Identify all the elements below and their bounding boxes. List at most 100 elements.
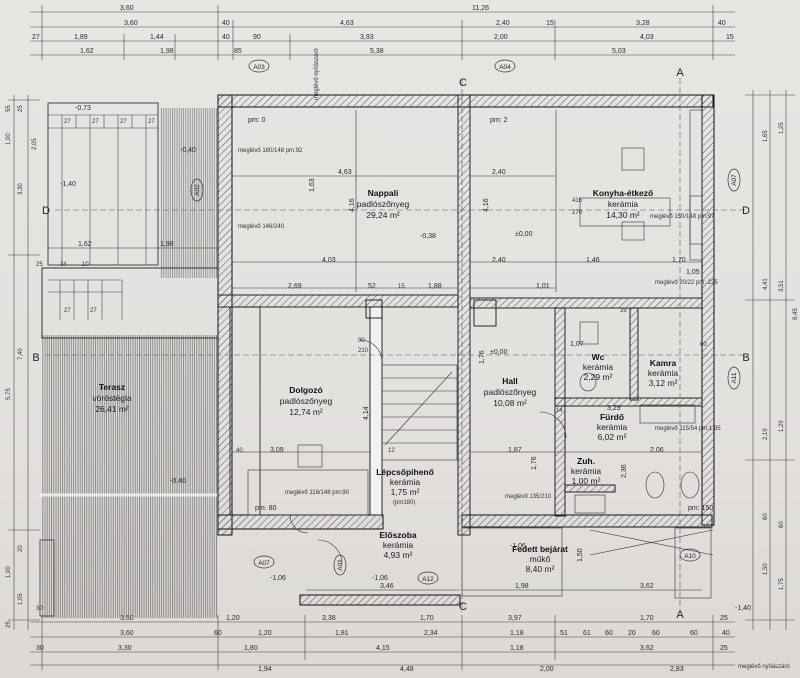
room-hall-name: Hall: [502, 376, 518, 386]
top-dim: 3,60: [120, 5, 134, 12]
tag-a07-right: A07: [731, 174, 738, 186]
top-dim: 3,60: [124, 20, 138, 27]
bottom-dim: 2,34: [424, 630, 438, 637]
top-dim: 1,62: [80, 48, 94, 55]
room-hall-area: 10,08 m²: [493, 398, 527, 408]
bottom-dim: 3,30: [118, 645, 132, 652]
inner-dim: 3,09: [270, 447, 284, 454]
tag-a02: A02: [194, 184, 201, 196]
top-dim: 40: [222, 20, 230, 27]
top-dim: 3,28: [636, 20, 650, 27]
tag-a07: A07: [258, 560, 270, 567]
level-mark: -1,06: [372, 575, 388, 582]
top-dim: 1,44: [150, 34, 164, 41]
level-mark: pm: 2: [490, 117, 508, 124]
top-dim: 5,03: [612, 48, 626, 55]
top-dim: 85: [234, 48, 242, 55]
room-lepcso-area: 1,75 m²: [391, 487, 420, 497]
inner-dim: 1,88: [428, 283, 442, 290]
plan-details: [45, 78, 745, 612]
level-mark: -1,40: [735, 605, 751, 612]
top-dim: 1,98: [160, 48, 174, 55]
terrace-area: [39, 102, 219, 618]
level-mark: pm: 150: [688, 505, 713, 512]
note-existing: meglévő 180/148 pm:92: [238, 148, 303, 154]
level-mark: ±0,00: [490, 349, 508, 356]
left-dim: 5,75: [6, 388, 12, 400]
inner-dim: 52: [368, 283, 376, 290]
right-dim: 1,29: [779, 420, 785, 432]
inner-dim: 34: [60, 262, 67, 268]
inner-dim: 270: [572, 210, 583, 216]
top-dim: 2,40: [496, 20, 510, 27]
room-dolgozo-finish: padlószőnyeg: [280, 396, 333, 406]
tag-a01: A01: [337, 559, 344, 571]
inner-dim: 1,46: [586, 257, 600, 264]
room-kamra-name: Kamra: [650, 358, 677, 368]
inner-dim: 210: [358, 348, 369, 354]
inner-dim: 30: [36, 606, 43, 612]
room-dolgozo-area: 12,74 m²: [289, 407, 323, 417]
inner-dim: 14: [556, 408, 563, 414]
axis-c-top: C: [459, 77, 467, 89]
bottom-dim: 1,80: [244, 645, 258, 652]
right-dimension-lines: [745, 90, 795, 630]
inner-dim: 1,01: [536, 283, 550, 290]
top-dim: 90: [253, 34, 261, 41]
top-dim: 15: [726, 34, 734, 41]
inner-dim: 40: [236, 448, 243, 454]
inner-dim: 2,40: [492, 257, 506, 264]
room-hall-finish: padlószőnyeg: [484, 387, 537, 397]
bottom-dim: 2,00: [540, 666, 554, 673]
level-mark: -0,73: [75, 105, 91, 112]
inner-dim: 60: [700, 342, 707, 348]
top-dim: 15: [546, 20, 554, 27]
top-dim: 40: [718, 20, 726, 27]
top-dimension-lines: [30, 5, 735, 60]
inner-dim: 35: [620, 308, 627, 314]
level-marks: -0,73 -0,40 -1,40 -0,38 ±0,00 ±0,00 -0,4…: [60, 105, 751, 612]
room-eloszoba-area: 4,93 m²: [384, 550, 413, 560]
inner-dimension-labels: 4,63 4,16 4,16 1,63 4,03 2,40 2,40 2,69 …: [36, 119, 707, 612]
room-terasz-finish: vöröstégla: [92, 393, 131, 403]
top-dim: 11,26: [472, 5, 489, 12]
inner-dim: 1,05: [686, 269, 700, 276]
axis-a-top: A: [676, 67, 684, 79]
axis-c-bottom: C: [459, 601, 467, 613]
left-dim: 1,00: [6, 133, 12, 145]
top-dim: 2,00: [494, 34, 508, 41]
level-mark: pm: 80: [255, 505, 277, 512]
room-furdo-area: 6,02 m²: [598, 432, 627, 442]
bottom-dim: 3,97: [508, 615, 522, 622]
right-dim: 60: [763, 513, 769, 520]
note-existing: meglévő 118/148 pm:90: [285, 490, 350, 496]
bottom-dim: 60: [652, 630, 660, 637]
right-dim: 1,50: [763, 563, 769, 575]
tag-a11: A11: [731, 372, 738, 383]
room-dolgozo-name: Dolgozó: [289, 385, 323, 395]
inner-dim: 4,16: [349, 198, 356, 212]
inner-dim: 2,69: [288, 283, 302, 290]
left-dim: 2,05: [32, 138, 38, 150]
inner-dim: 1,70: [672, 257, 686, 264]
top-dim: 40: [222, 34, 230, 41]
inner-dim: 4,03: [322, 257, 336, 264]
inner-dim: 27: [120, 119, 127, 125]
bottom-dim: 40: [722, 630, 730, 637]
level-mark: -0,38: [420, 233, 436, 240]
top-dim: 27: [32, 34, 40, 41]
right-dim: 1,25: [779, 122, 785, 134]
inner-dim: 3,29: [607, 405, 621, 412]
bottom-dim: 3,60: [120, 630, 134, 637]
inner-dim: 1,63: [309, 178, 316, 192]
inner-dim: 27: [148, 119, 155, 125]
bottom-dim: 1,20: [258, 630, 272, 637]
inner-dim: 1,87: [508, 447, 522, 454]
room-wc-name: Wc: [592, 352, 605, 362]
note-existing: meglévő 135/210: [505, 494, 552, 500]
axis-b-left: B: [32, 352, 39, 364]
inner-dim: 25: [36, 262, 43, 268]
bottom-dim: 1,70: [640, 615, 654, 622]
bottom-dim: 61: [583, 630, 591, 637]
